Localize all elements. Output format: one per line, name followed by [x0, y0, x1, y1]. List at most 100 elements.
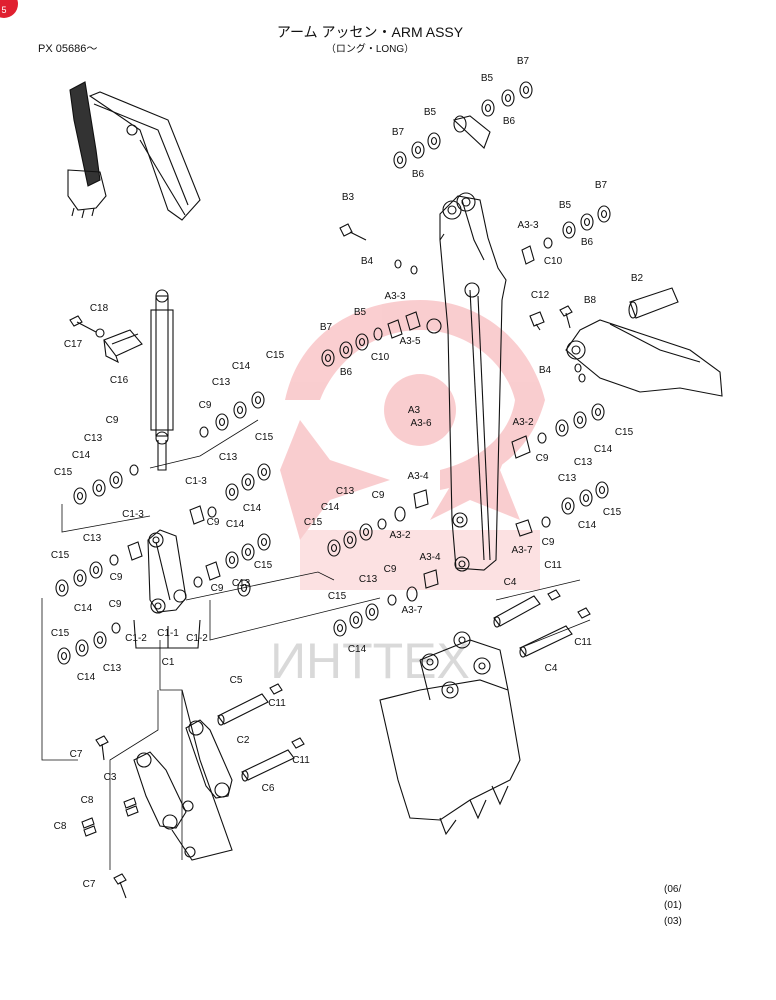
callout-c13: C13	[232, 578, 251, 589]
revision-code: (03)	[664, 916, 682, 927]
callout-c13: C13	[336, 486, 355, 497]
callout-b5: B5	[559, 200, 572, 211]
callout-b4: B4	[539, 365, 552, 376]
callout-c13: C13	[359, 574, 378, 585]
revision-code: (01)	[664, 900, 682, 911]
guide-lines	[41, 419, 591, 870]
callout-c14: C14	[321, 502, 340, 513]
bushing-set	[394, 435, 533, 602]
callout-b3: B3	[342, 192, 355, 203]
callout-c9: C9	[109, 599, 122, 610]
callout-c9: C9	[542, 537, 555, 548]
washer-stack-right	[394, 205, 611, 383]
callout-b6: B6	[340, 367, 353, 378]
callout-a3-7: A3-7	[401, 605, 423, 616]
callout-c14: C14	[243, 503, 262, 514]
washer-stack-far-left	[55, 391, 271, 665]
part-c7-bolts	[95, 735, 127, 899]
callout-c5: C5	[230, 675, 243, 686]
callout-c6: C6	[262, 783, 275, 794]
part-c2-link	[185, 719, 233, 799]
callout-b7: B7	[320, 322, 333, 333]
callout-c15: C15	[254, 560, 273, 571]
callout-b7: B7	[392, 127, 405, 138]
callout-c10: C10	[544, 256, 563, 267]
callout-c13: C13	[558, 473, 577, 484]
callout-c9: C9	[384, 564, 397, 575]
callout-b2: B2	[631, 273, 644, 284]
callout-c14: C14	[77, 672, 96, 683]
callout-c13: C13	[84, 433, 103, 444]
callout-c13: C13	[574, 457, 593, 468]
boom-end	[565, 319, 723, 397]
callout-b4: B4	[361, 256, 374, 267]
part-c18-nut	[95, 328, 105, 338]
callout-c11: C11	[574, 637, 592, 648]
callout-c8: C8	[54, 821, 67, 832]
callout-b6: B6	[581, 237, 594, 248]
callout-c4: C4	[545, 663, 558, 674]
page-title: アーム アッセン・ARM ASSY	[276, 24, 464, 40]
part-c17-bolt	[69, 315, 97, 333]
callout-c9: C9	[536, 453, 549, 464]
callout-c1-1: C1-1	[157, 628, 179, 639]
callout-c14: C14	[348, 644, 367, 655]
callout-a3-5: A3-5	[399, 336, 421, 347]
callout-c17: C17	[64, 339, 83, 350]
callout-c12: C12	[531, 290, 550, 301]
part-c11-bolts	[269, 589, 591, 749]
callout-c7: C7	[70, 749, 83, 760]
callout-c9: C9	[110, 572, 123, 583]
boom-cylinder	[150, 289, 174, 471]
callout-c13: C13	[219, 452, 238, 463]
callout-b6: B6	[412, 169, 425, 180]
callout-a3-2: A3-2	[512, 417, 534, 428]
callout-b5: B5	[354, 307, 367, 318]
callout-c11: C11	[544, 560, 562, 571]
page-badge: 5	[0, 0, 18, 18]
callout-c15: C15	[603, 507, 622, 518]
revision-code: (06/	[664, 884, 682, 895]
callout-c14: C14	[578, 520, 597, 531]
callout-c15: C15	[615, 427, 634, 438]
callout-c14: C14	[232, 361, 251, 372]
callout-c9: C9	[106, 415, 119, 426]
callout-c15: C15	[266, 350, 285, 361]
callout-c13: C13	[212, 377, 231, 388]
callout-c14: C14	[72, 450, 91, 461]
part-c4-pins	[493, 595, 573, 658]
callout-c2: C2	[237, 735, 250, 746]
washer-stack-left	[321, 311, 421, 367]
watermark-text: ИНТТЕХ	[270, 633, 470, 689]
callout-b7: B7	[517, 56, 530, 67]
callout-a3-3: A3-3	[517, 220, 539, 231]
arm-body	[426, 192, 507, 572]
callout-c15: C15	[328, 591, 347, 602]
callout-c11: C11	[268, 698, 286, 709]
callout-a3-3: A3-3	[384, 291, 406, 302]
callout-c13: C13	[103, 663, 122, 674]
callout-a3-2: A3-2	[389, 530, 411, 541]
callout-c15: C15	[304, 517, 323, 528]
washer-stack-center	[327, 518, 397, 637]
callout-a3: A3	[408, 405, 421, 416]
callout-c1-3: C1-3	[185, 476, 207, 487]
callout-c1-3: C1-3	[122, 509, 144, 520]
serial-range: PX 05686～	[38, 43, 98, 55]
part-b8-bolt	[559, 305, 573, 329]
callout-c1: C1	[162, 657, 175, 668]
callout-b8: B8	[584, 295, 597, 306]
callout-c13: C13	[83, 533, 102, 544]
callout-c14: C14	[594, 444, 613, 455]
callout-c15: C15	[54, 467, 73, 478]
callout-c14: C14	[74, 603, 93, 614]
washer-stack-lower-right	[537, 403, 609, 528]
part-b3-bolt	[339, 223, 367, 241]
callout-c3: C3	[104, 772, 117, 783]
callout-c9: C9	[372, 490, 385, 501]
callout-c9: C9	[211, 583, 224, 594]
callout-c16: C16	[110, 375, 129, 386]
callout-c7: C7	[83, 879, 96, 890]
callout-a3-4: A3-4	[407, 471, 429, 482]
